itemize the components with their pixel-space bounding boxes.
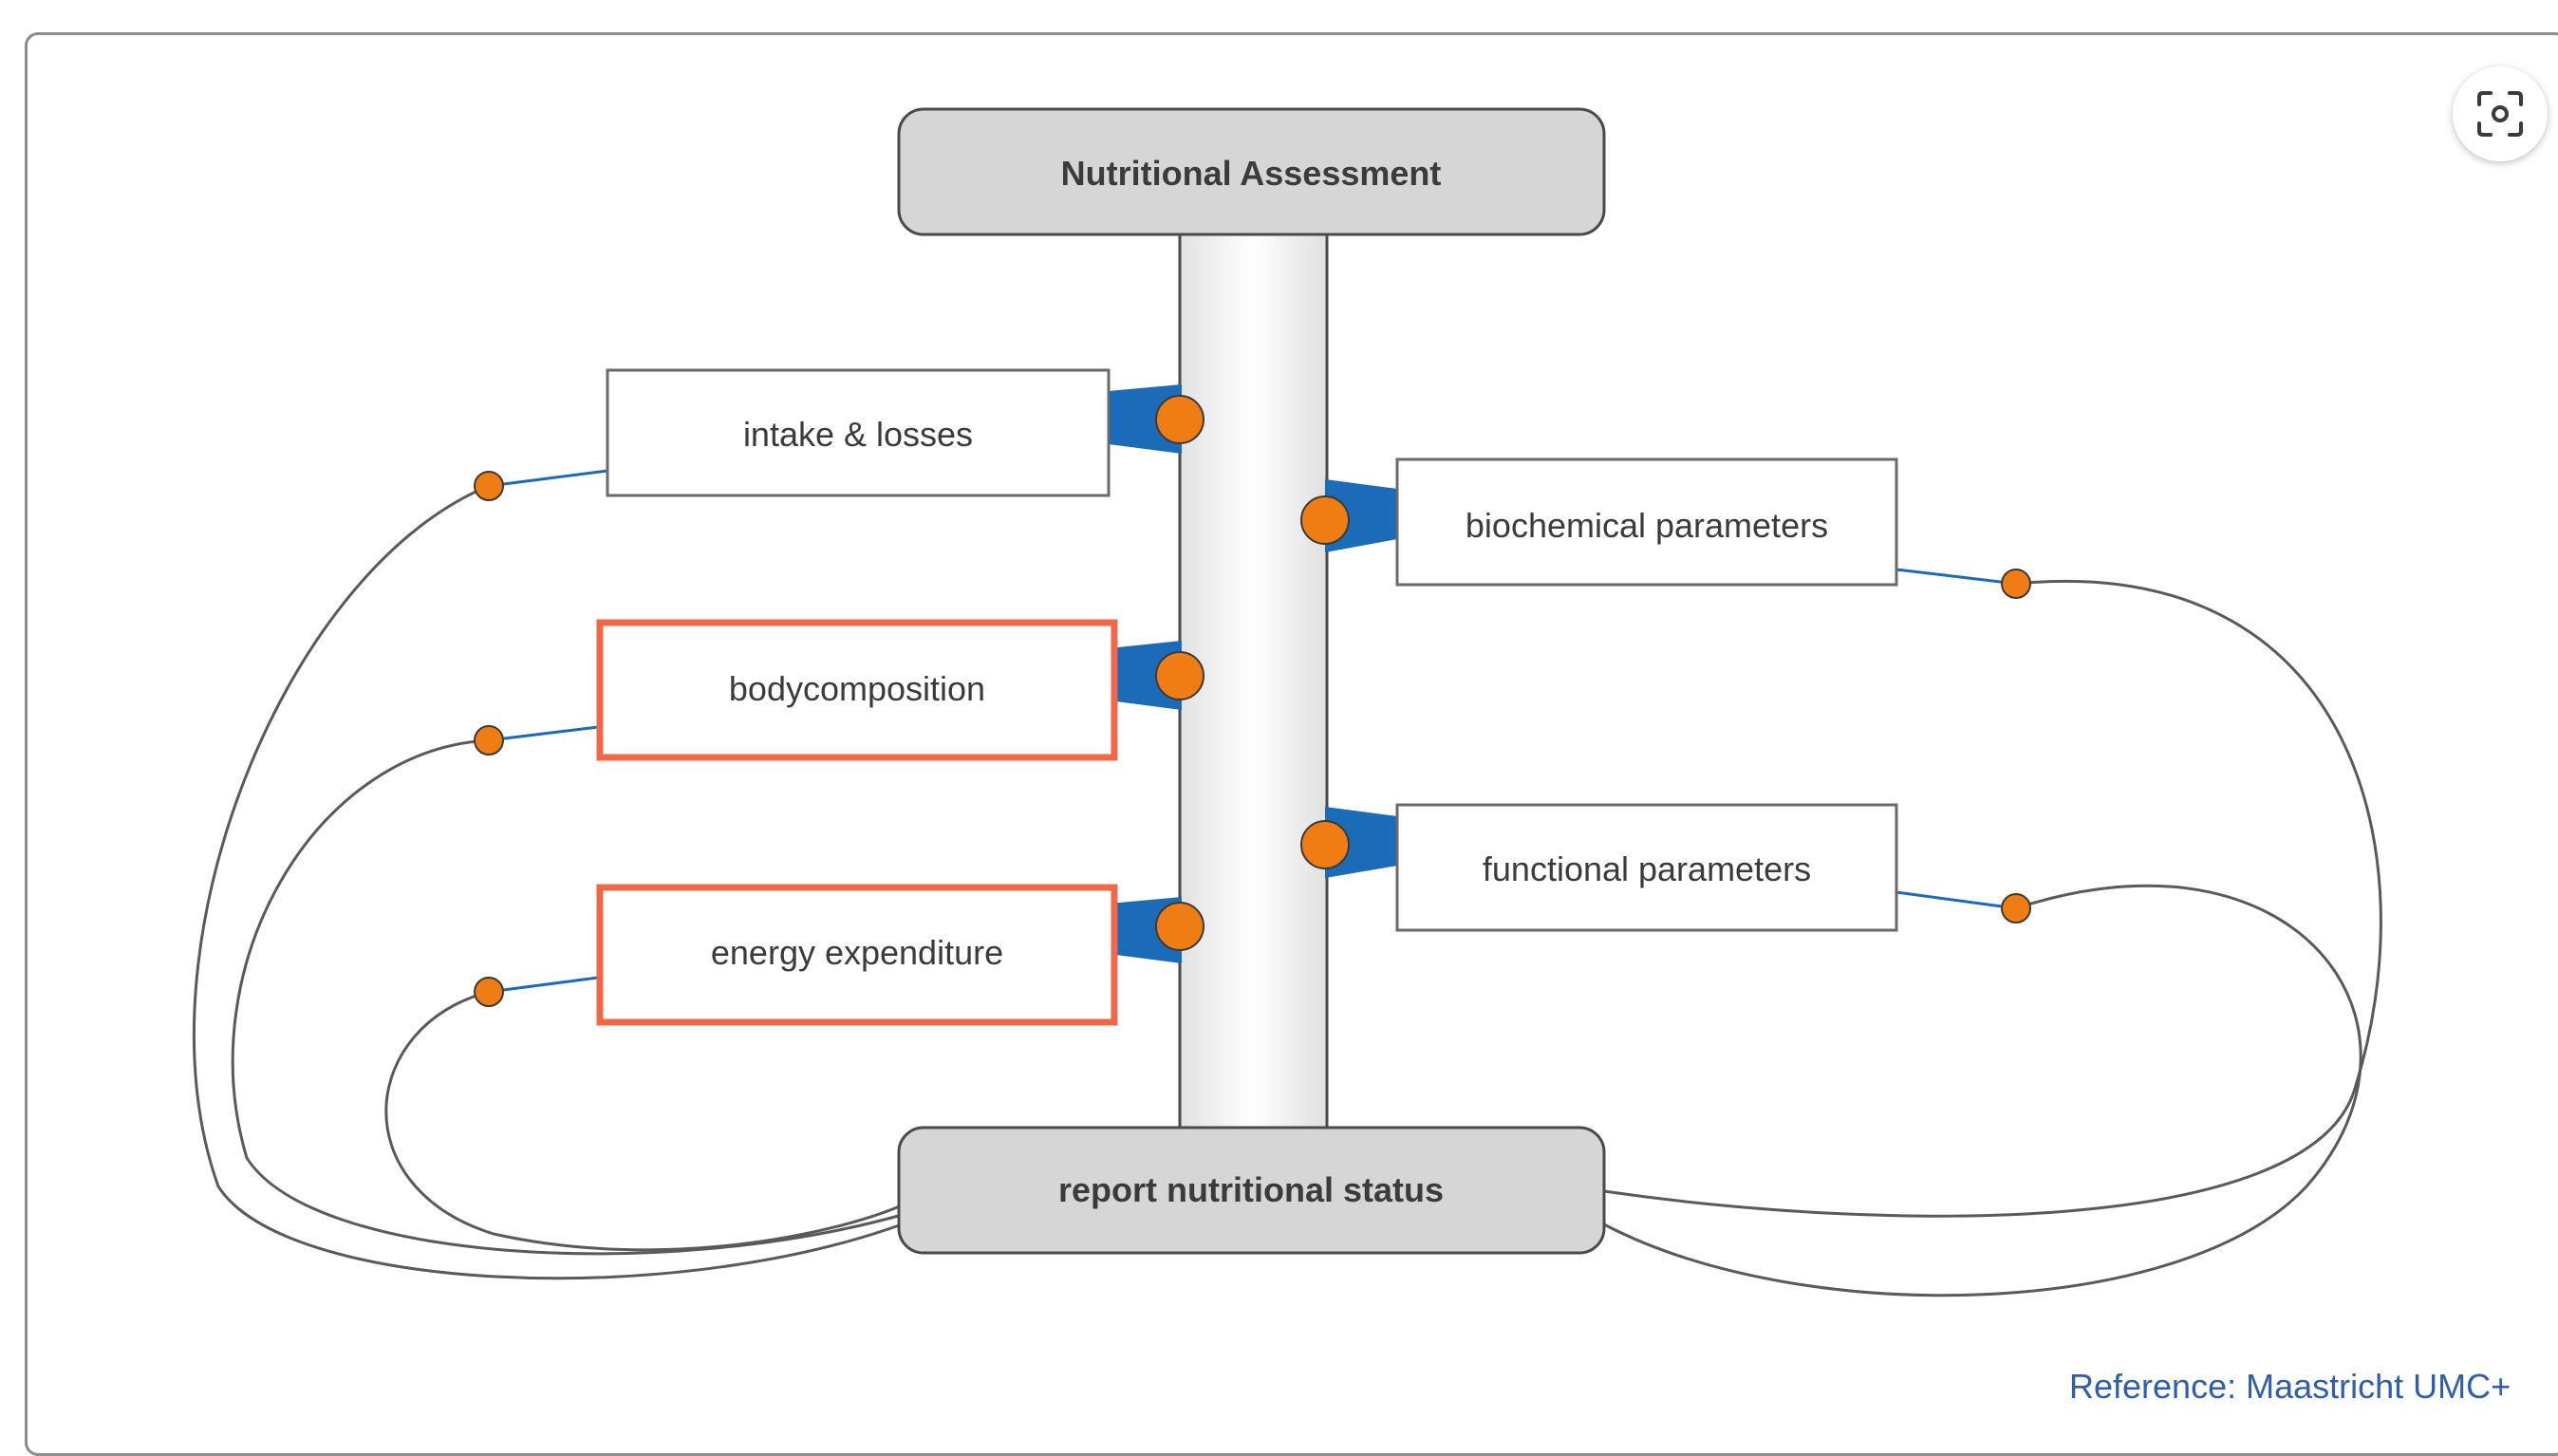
report-node: report nutritional status — [897, 1126, 1606, 1255]
node-label-intake: intake & losses — [743, 415, 973, 454]
node-label-energy: energy expenditure — [711, 933, 1003, 972]
blue-connectors — [488, 469, 2017, 994]
visual-search-icon — [2477, 91, 2523, 137]
feedback-curves — [192, 484, 2382, 1297]
title-node-label: Nutritional Assessment — [1061, 154, 1442, 193]
report-node-label: report nutritional status — [1058, 1170, 1444, 1209]
node-label-biochemical: biochemical parameters — [1466, 506, 1828, 545]
node-label-bodycomposition: bodycomposition — [729, 669, 985, 708]
right-node-biochemical: biochemical parameters — [1395, 457, 1898, 587]
left-node-intake: intake & losses — [606, 368, 1111, 497]
curve-end-dots — [474, 471, 2031, 1007]
cropped-heading — [0, 0, 2558, 27]
right-node-functional: functional parameters — [1395, 803, 1898, 932]
visual-search-button[interactable] — [2453, 66, 2548, 161]
title-node: Nutritional Assessment — [897, 107, 1606, 236]
pillar-dots — [1155, 395, 1350, 951]
left-node-energy: energy expenditure — [596, 884, 1118, 1026]
reference-caption: Reference: Maastricht UMC+ — [2069, 1367, 2511, 1406]
node-label-functional: functional parameters — [1483, 849, 1811, 888]
nutritional-assessment-diagram: intake & losses bodycomposition energy e… — [192, 107, 2382, 1297]
left-node-bodycomposition: bodycomposition — [596, 619, 1118, 761]
